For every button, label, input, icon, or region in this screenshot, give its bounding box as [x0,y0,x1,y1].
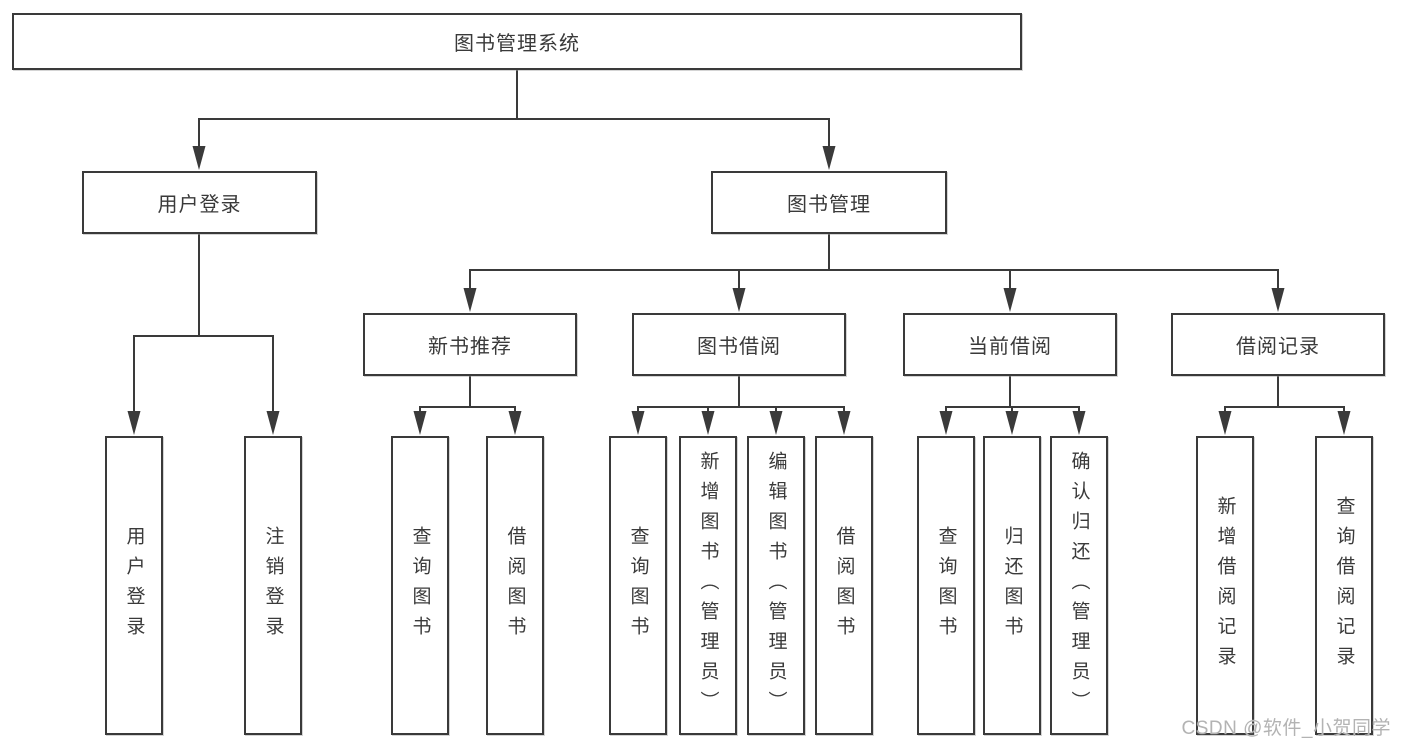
leaf-confirm-return-admin: 确认归还（管理员） [1050,436,1108,735]
node-book-management: 图书管理 [711,171,947,234]
node-root: 图书管理系统 [12,13,1022,70]
node-book-borrowing: 图书借阅 [632,313,846,376]
arrowheads [127,146,1351,435]
leaf-add-book-admin: 新增图书（管理员） [679,436,737,735]
leaf-edit-book-admin: 编辑图书（管理员） [747,436,805,735]
csdn-watermark: CSDN @软件_小贺同学 [1181,718,1391,739]
node-new-book-recommend: 新书推荐 [363,313,577,376]
node-user-login: 用户登录 [82,171,317,234]
leaf-query-borrow-record: 查询借阅记录 [1315,436,1373,735]
leaf-query-books-recommend: 查询图书 [391,436,449,735]
leaf-logout: 注销登录 [244,436,302,735]
leaf-user-login: 用户登录 [105,436,163,735]
leaf-borrow-books-borrowing: 借阅图书 [815,436,873,735]
leaf-borrow-books-recommend: 借阅图书 [486,436,544,735]
node-borrow-records: 借阅记录 [1171,313,1385,376]
leaf-query-books-borrowing: 查询图书 [609,436,667,735]
leaf-add-borrow-record: 新增借阅记录 [1196,436,1254,735]
leaf-query-books-current: 查询图书 [917,436,975,735]
node-current-borrowing: 当前借阅 [903,313,1117,376]
leaf-return-book: 归还图书 [983,436,1041,735]
